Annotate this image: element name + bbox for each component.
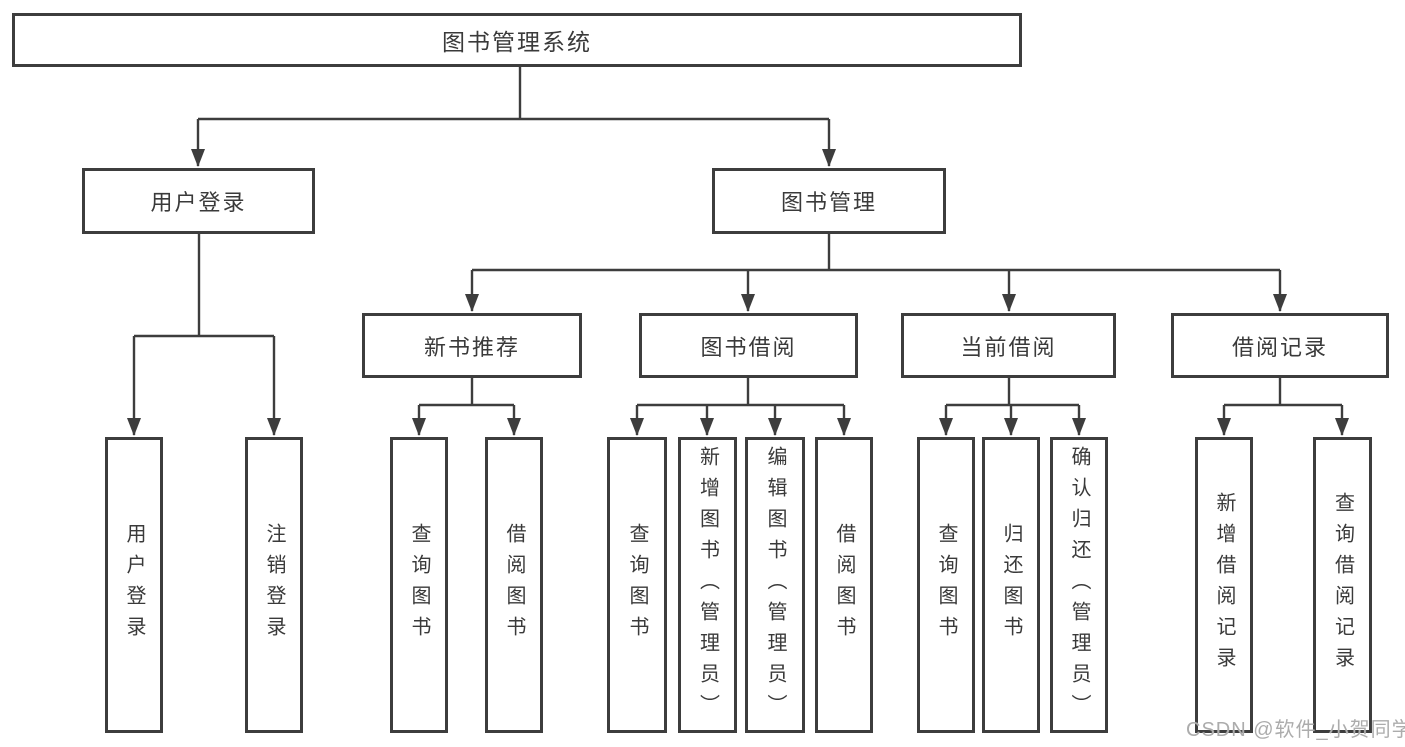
node-book-management-label: 图书管理 (780, 190, 877, 215)
leaf-user-login: 用户登录 (105, 437, 163, 733)
leaf-add-borrow-record-label: 新增借阅记录 (1213, 492, 1235, 678)
leaf-borrow-books-borrowing-label: 借阅图书 (833, 523, 855, 647)
leaf-confirm-return-admin: 确认归还（管理员） (1050, 437, 1108, 733)
node-book-borrowing: 图书借阅 (639, 313, 858, 378)
leaf-borrow-books-borrowing: 借阅图书 (815, 437, 873, 733)
leaf-query-borrow-record-label: 查询借阅记录 (1331, 492, 1354, 678)
leaf-add-borrow-record: 新增借阅记录 (1195, 437, 1253, 733)
node-library-management-system-label: 图书管理系统 (442, 29, 592, 55)
node-new-book-recommend-label: 新书推荐 (423, 334, 520, 360)
node-borrow-records-label: 借阅记录 (1231, 334, 1328, 360)
leaf-query-books-current: 查询图书 (917, 437, 975, 733)
node-new-book-recommend: 新书推荐 (362, 313, 582, 378)
leaf-edit-books-admin-label: 编辑图书（管理员） (764, 445, 786, 725)
leaf-add-books-admin: 新增图书（管理员） (678, 437, 737, 733)
node-borrow-records: 借阅记录 (1171, 313, 1389, 378)
node-book-borrowing-label: 图书借阅 (700, 334, 797, 360)
leaf-return-books: 归还图书 (982, 437, 1040, 733)
node-book-management: 图书管理 (712, 168, 946, 234)
leaf-query-books-borrowing-label: 查询图书 (626, 523, 648, 647)
node-user-login-label: 用户登录 (150, 190, 247, 215)
leaf-query-books-current-label: 查询图书 (935, 523, 957, 647)
leaf-borrow-books-recommend-label: 借阅图书 (503, 523, 525, 647)
leaf-logout-label: 注销登录 (263, 523, 285, 647)
leaf-return-books-label: 归还图书 (1000, 523, 1022, 647)
leaf-logout: 注销登录 (245, 437, 303, 733)
leaf-query-books-recommend: 查询图书 (390, 437, 448, 733)
node-current-borrowing: 当前借阅 (901, 313, 1116, 378)
leaf-add-books-admin-label: 新增图书（管理员） (696, 445, 719, 725)
leaf-edit-books-admin: 编辑图书（管理员） (745, 437, 805, 733)
leaf-query-books-recommend-label: 查询图书 (408, 523, 430, 647)
leaf-user-login-label: 用户登录 (123, 523, 145, 647)
leaf-query-books-borrowing: 查询图书 (607, 437, 667, 733)
node-library-management-system: 图书管理系统 (12, 13, 1022, 67)
leaf-query-borrow-record: 查询借阅记录 (1313, 437, 1372, 733)
node-user-login: 用户登录 (82, 168, 315, 234)
node-current-borrowing-label: 当前借阅 (960, 334, 1057, 360)
leaf-borrow-books-recommend: 借阅图书 (485, 437, 543, 733)
leaf-confirm-return-admin-label: 确认归还（管理员） (1068, 445, 1090, 725)
